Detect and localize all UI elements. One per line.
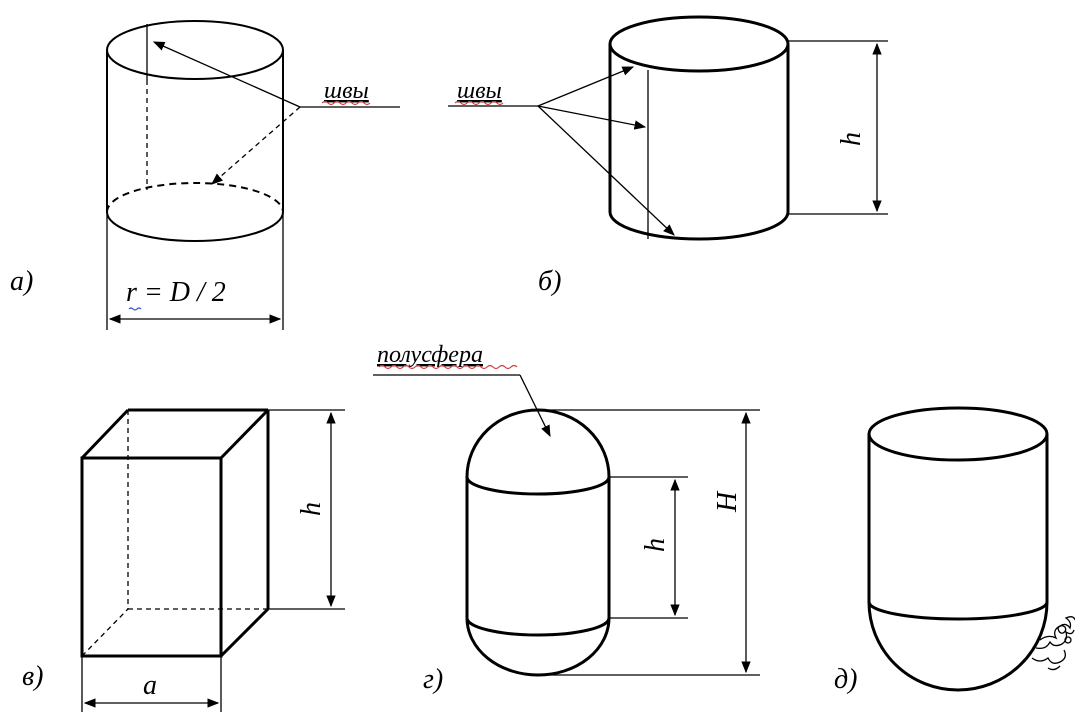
hemisphere-arrow: [519, 374, 551, 438]
seams-a-arrow-bottom: [211, 106, 301, 185]
capsule-g: полусфера h H г): [373, 342, 760, 695]
splash-icon: [1031, 616, 1075, 671]
seams-a-label: швы: [324, 78, 369, 104]
cylinder-b-bottom-front: [608, 211, 790, 241]
a-label: a: [143, 670, 157, 701]
box-top-right-edge: [219, 408, 270, 460]
h-v-label: h: [296, 502, 327, 516]
box-v: h a в): [22, 408, 345, 712]
cylinder-a-bottom-back: [106, 182, 284, 213]
cylinder-a-bottom-front: [106, 211, 284, 242]
seams-a-arrow-top: [152, 41, 301, 108]
seams-b-arrow-middle: [537, 105, 647, 130]
capsule-bottom-seam: [465, 617, 611, 637]
seams-a-spellcheck-underline: [321, 100, 371, 106]
vessel-bottom-hemisphere: [867, 601, 1049, 692]
hemisphere-label: полусфера: [377, 342, 483, 368]
cylinder-b: швы h б): [448, 15, 888, 297]
box-front-face: [80, 456, 223, 658]
figure-label-g: г): [423, 664, 443, 695]
seams-b-arrow-bottom: [537, 105, 675, 236]
radius-spellcheck-underline: [128, 307, 142, 311]
capsule-top-hemisphere: [465, 408, 611, 478]
capsule-top-seam: [465, 476, 611, 496]
seams-b-arrow-top: [537, 66, 635, 107]
h-b-label: h: [836, 132, 867, 146]
H-g-label: H: [712, 490, 743, 513]
capsule-bottom-hemisphere: [465, 617, 611, 677]
box-bottom-right-edge: [219, 607, 270, 658]
vessel-d: д): [834, 406, 1075, 695]
vessel-top-ellipse: [867, 406, 1049, 462]
box-hidden-diagonal: [81, 608, 129, 657]
figure-label-a: а): [10, 266, 33, 297]
cylinder-a-top-ellipse: [106, 20, 284, 80]
vessel-bottom-seam: [867, 601, 1049, 621]
cylinder-a: швы r = D / 2 а): [10, 20, 400, 330]
box-top-left-edge: [80, 408, 130, 460]
hemisphere-spellcheck-underline: [378, 364, 518, 370]
radius-formula: r = D / 2: [126, 277, 226, 308]
h-g-label: h: [640, 538, 671, 552]
seams-b-label: швы: [457, 78, 502, 104]
figure-label-d: д): [834, 664, 858, 695]
figure-label-b: б): [538, 266, 561, 297]
seams-b-spellcheck-underline: [454, 100, 504, 106]
figure-label-v: в): [22, 661, 43, 692]
cylinder-b-top-ellipse: [608, 15, 790, 73]
